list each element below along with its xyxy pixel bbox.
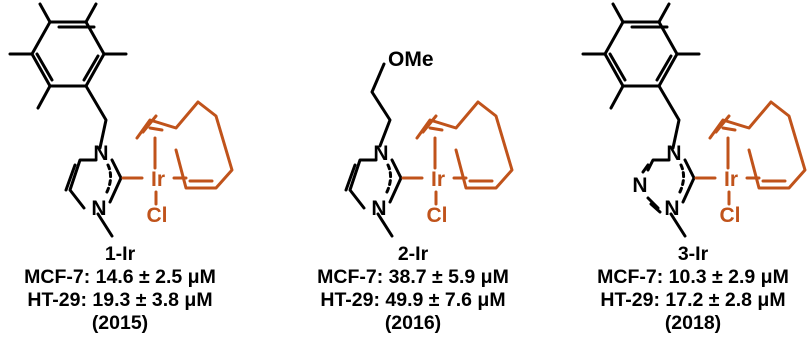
- methyl-1: [84, 2, 98, 24]
- nitrogen-atom: N: [371, 197, 386, 220]
- benzene-ring-3: [603, 20, 679, 88]
- caption-2: 2-Ir MCF-7: 38.7 ± 5.9 μM HT-29: 49.9 ± …: [317, 243, 509, 334]
- nitrogen-atom: N: [666, 142, 681, 165]
- cod-ligand-3: [708, 100, 807, 190]
- ht29-ic50: HT-29: 49.9 ± 7.6 μM: [320, 289, 505, 311]
- mcf7-ic50: MCF-7: 14.6 ± 2.5 μM: [24, 266, 216, 288]
- imidazole-ring-1: [68, 158, 98, 210]
- benzyl-linker-3: [657, 84, 681, 150]
- chlorine-atom: Cl: [147, 204, 168, 227]
- publication-year: (2015): [92, 312, 148, 334]
- cod-ligand-2: [415, 100, 514, 190]
- benzyl-linker-1: [84, 84, 108, 150]
- nitrogen-atom: N: [91, 197, 106, 220]
- iridium-atom: Ir: [151, 168, 165, 191]
- compound-name: 1-Ir: [105, 243, 136, 265]
- mcf7-ic50: MCF-7: 38.7 ± 5.9 μM: [317, 266, 509, 288]
- methyl-5: [609, 84, 625, 110]
- methyl-2: [611, 2, 625, 24]
- mcf7-ic50: MCF-7: 10.3 ± 2.9 μM: [597, 266, 789, 288]
- n-methyl-2: [376, 212, 394, 238]
- caption-3: 3-Ir MCF-7: 10.3 ± 2.9 μM HT-29: 17.2 ± …: [597, 243, 789, 334]
- n-methyl-1: [96, 212, 114, 238]
- methyl-1: [657, 2, 671, 24]
- nitrogen-atom: N: [373, 142, 388, 165]
- nitrogen-atom: N: [632, 174, 647, 197]
- triazole-ring-3: [646, 158, 671, 172]
- imidazole-ring-2: [348, 158, 378, 210]
- iridium-atom: Ir: [431, 168, 445, 191]
- nitrogen-atom: N: [664, 197, 679, 220]
- n-methyl-3: [669, 212, 687, 238]
- ht29-ic50: HT-29: 17.2 ± 2.8 μM: [600, 289, 785, 311]
- iridium-atom: Ir: [724, 168, 738, 191]
- methyl-5: [36, 84, 52, 110]
- benzene-ring-1: [30, 20, 106, 88]
- compound-3-structure: N N N Ir Cl: [581, 2, 807, 238]
- nitrogen-atom: N: [93, 142, 108, 165]
- caption-1: 1-Ir MCF-7: 14.6 ± 2.5 μM HT-29: 19.3 ± …: [24, 243, 216, 334]
- compound-name: 3-Ir: [678, 243, 709, 265]
- compound-1-structure: N N Ir Cl: [8, 2, 234, 238]
- ht29-ic50: HT-29: 19.3 ± 3.8 μM: [27, 289, 212, 311]
- compound-2-structure: OMe N N Ir Cl: [344, 48, 514, 238]
- chlorine-atom: Cl: [720, 204, 741, 227]
- methoxyethyl-chain: [370, 62, 392, 148]
- publication-year: (2018): [665, 312, 721, 334]
- chlorine-atom: Cl: [427, 204, 448, 227]
- methyl-2: [38, 2, 52, 24]
- compound-name: 2-Ir: [398, 243, 429, 265]
- cod-ligand-1: [135, 100, 234, 190]
- publication-year: (2016): [385, 312, 441, 334]
- methoxy-group: OMe: [388, 48, 434, 71]
